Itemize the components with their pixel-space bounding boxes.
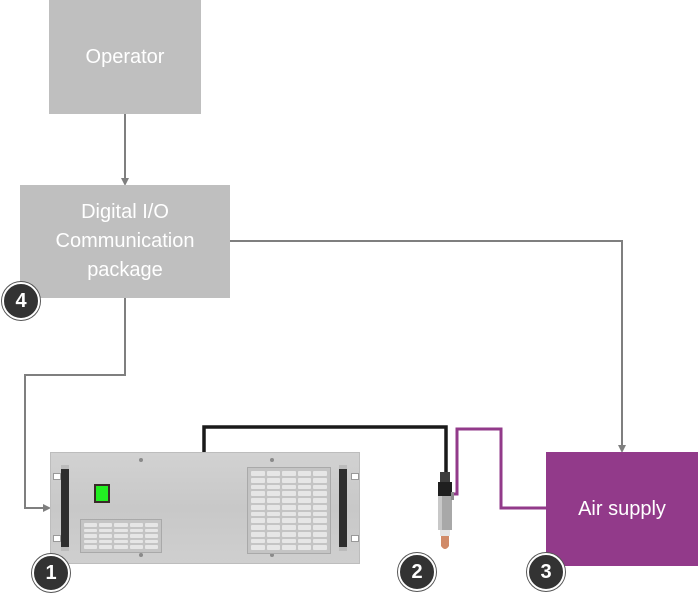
vent-slot xyxy=(297,531,312,537)
plasma-torch xyxy=(438,472,454,549)
badge-1: 1 xyxy=(32,554,70,592)
vent-slot xyxy=(266,498,281,503)
operator-label: Operator xyxy=(85,45,165,68)
operator-box: Operator xyxy=(49,0,201,114)
vent-slot xyxy=(313,471,327,476)
vent-slot xyxy=(266,471,281,476)
large-vent-grille xyxy=(247,467,331,554)
vent-slot xyxy=(297,504,312,510)
digital-io-box: Digital I/O Communication package xyxy=(20,185,230,298)
rack-ear xyxy=(351,473,359,480)
vent-slot xyxy=(251,484,265,490)
badge-4: 4 xyxy=(2,282,40,320)
vent-slot xyxy=(282,484,296,490)
vent-slot xyxy=(251,498,265,503)
vent-slot xyxy=(282,538,296,544)
small-vent-grille xyxy=(80,519,162,553)
vent-slot xyxy=(297,545,312,550)
vent-slot xyxy=(313,538,327,544)
vent-slot xyxy=(282,518,296,523)
cable-power-to-torch xyxy=(202,425,448,474)
vent-slot xyxy=(313,545,327,550)
vent-slot xyxy=(313,518,327,523)
vent-slot xyxy=(282,491,296,496)
vent-slot xyxy=(282,477,296,483)
vent-slot xyxy=(313,504,327,510)
vent-slot xyxy=(266,484,281,490)
badge-2: 2 xyxy=(398,553,436,591)
vent-slot xyxy=(297,518,312,523)
vent-slot xyxy=(266,477,281,483)
vent-slot xyxy=(251,471,265,476)
power-unit-rack xyxy=(50,452,360,564)
vent-slot xyxy=(251,545,265,550)
air-supply-label: Air supply xyxy=(578,497,666,520)
vent-slot xyxy=(297,498,312,503)
vent-slot xyxy=(251,491,265,496)
vent-slot xyxy=(266,538,281,544)
vent-slot xyxy=(282,545,296,550)
vent-slot xyxy=(266,531,281,537)
vent-slot xyxy=(297,511,312,517)
vent-slot xyxy=(313,484,327,490)
rack-handle-left xyxy=(61,465,69,551)
vent-slot xyxy=(251,504,265,510)
vent-slot xyxy=(251,531,265,537)
digital-io-label-line-3: package xyxy=(87,259,163,281)
vent-slot xyxy=(282,511,296,517)
rack-ear xyxy=(351,535,359,542)
vent-slot xyxy=(313,498,327,503)
vent-slot xyxy=(313,477,327,483)
vent-slot xyxy=(282,498,296,503)
rack-handle-right xyxy=(339,465,347,551)
vent-slot xyxy=(282,471,296,476)
vent-slot xyxy=(282,525,296,530)
vent-slot xyxy=(266,545,281,550)
vent-slot xyxy=(297,525,312,530)
vent-slot xyxy=(266,504,281,510)
air-supply-box: Air supply xyxy=(546,452,698,566)
rack-ear xyxy=(53,473,61,480)
vent-slot xyxy=(313,511,327,517)
power-switch-light xyxy=(96,486,108,501)
arrow-dio-to-power-unit xyxy=(24,298,126,512)
vent-slot xyxy=(251,518,265,523)
vent-slot xyxy=(297,484,312,490)
vent-slot xyxy=(313,525,327,530)
vent-slot xyxy=(266,518,281,523)
vent-slot xyxy=(282,531,296,537)
vent-slot xyxy=(266,491,281,496)
digital-io-label-line-2: Communication xyxy=(55,230,195,252)
vent-slot xyxy=(266,525,281,530)
screw-icon xyxy=(270,458,274,462)
screw-icon xyxy=(139,553,143,557)
vent-slot xyxy=(313,531,327,537)
vent-slot xyxy=(251,538,265,544)
vent-slot xyxy=(297,538,312,544)
vent-slot xyxy=(251,511,265,517)
vent-slot xyxy=(313,491,327,496)
vent-slot xyxy=(251,477,265,483)
digital-io-label-line-1: Digital I/O xyxy=(81,201,169,223)
vent-slot xyxy=(297,491,312,496)
rack-ear xyxy=(53,535,61,542)
vent-slot xyxy=(251,525,265,530)
vent-slot xyxy=(297,471,312,476)
screw-icon xyxy=(270,553,274,557)
arrow-dio-to-air-supply xyxy=(230,240,626,453)
power-switch xyxy=(94,484,110,503)
screw-icon xyxy=(139,458,143,462)
vent-slot xyxy=(297,477,312,483)
vent-slot xyxy=(266,511,281,517)
badge-3: 3 xyxy=(527,553,565,591)
vent-slot xyxy=(282,504,296,510)
hose-air-to-torch xyxy=(452,427,546,510)
